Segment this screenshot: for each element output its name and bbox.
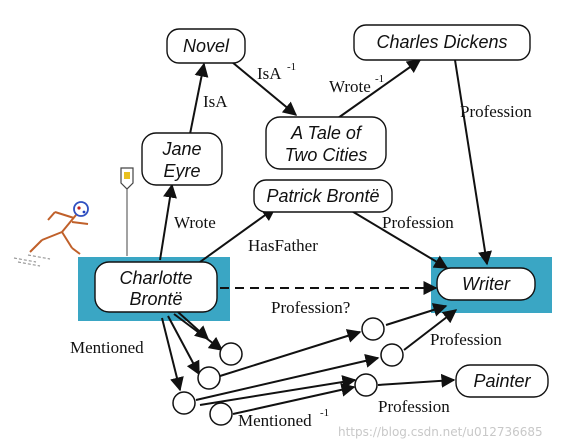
edge-label-profession-anon: Profession: [430, 330, 502, 349]
node-tale-label-1: A Tale of: [290, 123, 363, 143]
edge-label-mentioned-inverse-sup: -1: [320, 407, 329, 419]
node-tale-label-2: Two Cities: [285, 145, 368, 165]
edge-charlotte-to-anon-d: [161, 317, 184, 392]
node-patrick-bronte: [253, 179, 393, 213]
anon-node: [209, 402, 233, 426]
edge-label-profession-painter: Profession: [378, 397, 450, 416]
edge-label-has-father: HasFather: [248, 236, 318, 255]
node-jane-eyre: [141, 132, 223, 186]
node-tale-of-two-cities: [265, 116, 387, 170]
edge-label-mentioned-inverse: Mentioned: [238, 411, 312, 430]
node-patrick-bronte-label: Patrick Brontë: [266, 186, 379, 206]
anon-node: [197, 366, 221, 390]
anon-node: [219, 342, 243, 366]
node-charles-dickens-label: Charles Dickens: [376, 32, 507, 52]
edge-anon3-to-painter: [377, 373, 456, 388]
edge-label-profession-question: Profession?: [271, 298, 350, 317]
edge-tale-to-dickens: [337, 59, 422, 119]
anon-node: [172, 391, 196, 415]
node-charlotte-label-2: Brontë: [129, 289, 182, 309]
edge-label-isa-inverse: IsA: [257, 64, 282, 83]
edge-label-mentioned: Mentioned: [70, 338, 144, 357]
edge-label-wrote-inverse-sup: -1: [375, 73, 384, 85]
anon-node: [361, 317, 385, 341]
watermark-text: https://blog.csdn.net/u012736685: [338, 425, 543, 439]
edge-label-isa-inverse-sup: -1: [287, 61, 296, 73]
edge-anon-to-anon-4: [199, 375, 357, 406]
node-charlotte-label-1: Charlotte: [119, 268, 192, 288]
node-jane-eyre-label-1: Jane: [161, 139, 201, 159]
edge-anon-to-anon-1: [219, 329, 362, 377]
node-writer: [436, 267, 536, 301]
edge-charlotte-to-anon-a: [177, 311, 210, 340]
anon-node: [354, 373, 378, 397]
edge-label-profession-dickens: Profession: [460, 102, 532, 121]
node-charles-dickens: [353, 24, 531, 61]
node-novel: [166, 28, 246, 64]
running-stick-figure-icon: [13, 201, 89, 267]
edge-anon1-to-writer: [385, 303, 448, 326]
edge-jane-to-novel: [189, 62, 209, 135]
node-charlotte-bronte: [94, 261, 218, 313]
node-painter-label: Painter: [473, 371, 531, 391]
edge-label-isa: IsA: [203, 92, 228, 111]
edge-charlotte-to-anon-b: [173, 313, 224, 351]
edge-label-wrote: Wrote: [174, 213, 216, 232]
flag-marker-icon: [120, 167, 134, 256]
anon-node: [380, 343, 404, 367]
edge-label-wrote-inverse: Wrote: [329, 77, 371, 96]
edge-anon-to-anon-2: [195, 354, 380, 401]
edge-anon-to-anon-3: [232, 382, 356, 415]
edge-anon2-to-writer: [403, 309, 458, 351]
edge-patrick-to-writer: [349, 209, 449, 269]
node-novel-label: Novel: [183, 36, 230, 56]
edge-label-profession-patrick: Profession: [382, 213, 454, 232]
node-painter: [455, 364, 549, 398]
edge-charlotte-to-patrick: [199, 207, 277, 263]
node-jane-eyre-label-2: Eyre: [163, 161, 200, 181]
node-writer-label: Writer: [462, 274, 511, 294]
edge-charlotte-to-jane: [159, 183, 177, 261]
edge-charlotte-to-anon-c: [167, 315, 200, 376]
edge-novel-to-tale: [231, 61, 298, 116]
edge-dickens-to-writer: [454, 59, 492, 266]
